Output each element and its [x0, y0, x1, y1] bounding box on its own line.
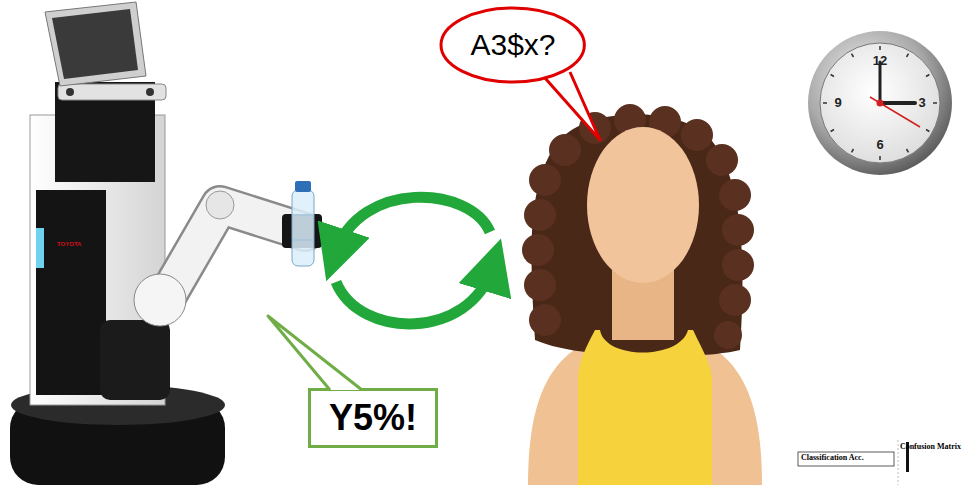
box-tail-fill [268, 316, 362, 390]
panel-title: Classification Acc. [801, 454, 864, 463]
robot [10, 2, 322, 485]
clock-numeral: 12 [873, 54, 887, 68]
box-tail [268, 316, 362, 390]
clock-numeral: 9 [834, 96, 841, 110]
panel-title: Confusion Matrix [900, 443, 961, 452]
speech-box: Y5%! [308, 388, 438, 448]
thumbnail [790, 438, 963, 485]
woman [522, 104, 762, 485]
clock-numeral: 6 [876, 138, 883, 152]
clock-numeral: 3 [918, 96, 925, 110]
bubble-tail [545, 72, 600, 140]
clock [808, 31, 952, 175]
bubble-text: A3$x? [470, 28, 555, 63]
brand-logo: TOYOTA [57, 241, 81, 248]
bubble-text: Y5%! [329, 397, 417, 438]
exchange-arrows [336, 197, 492, 324]
speech-bubble: A3$x? [439, 6, 586, 84]
